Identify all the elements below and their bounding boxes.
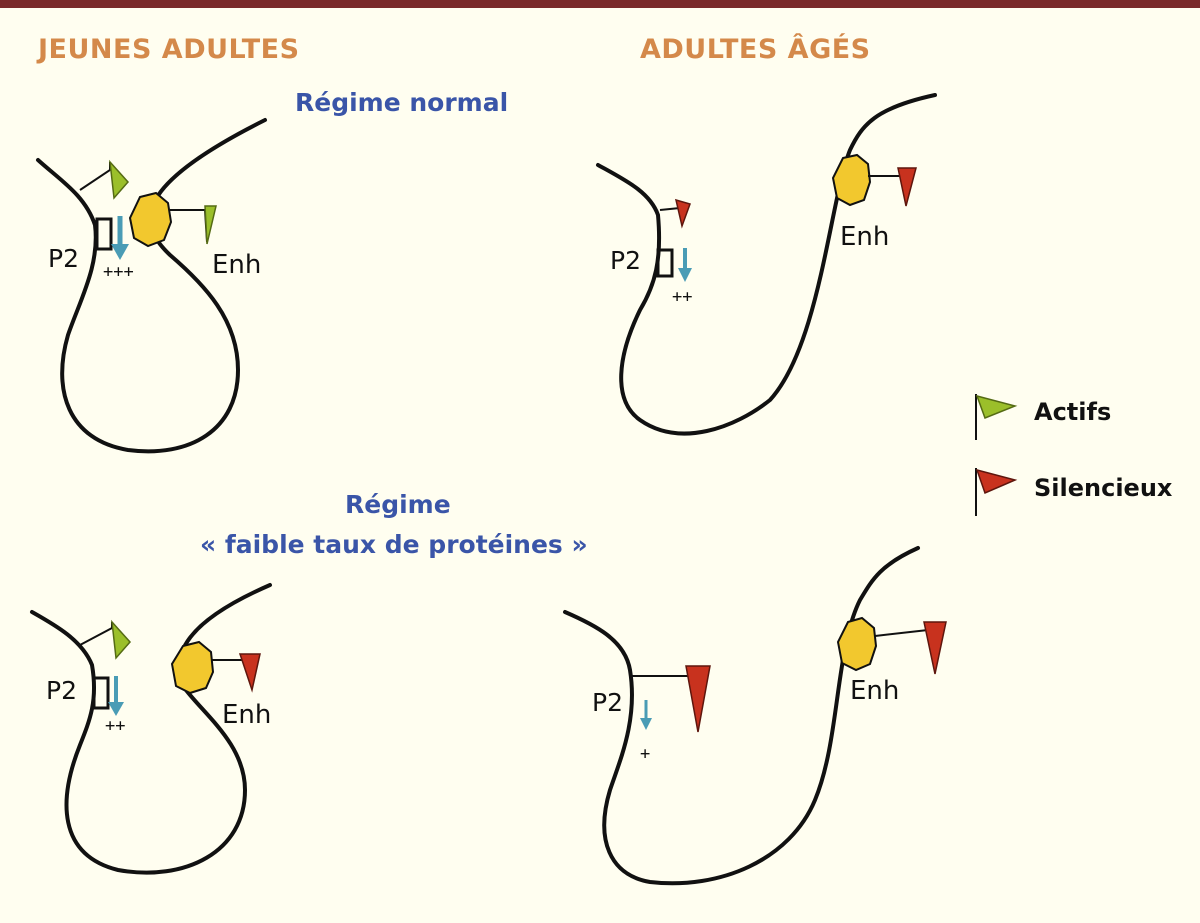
chromatin-fiber bbox=[596, 93, 937, 436]
promoter-flag-stem bbox=[79, 162, 111, 191]
expression-level-old-normal: ++ bbox=[672, 287, 693, 307]
transcription-arrow-head bbox=[678, 268, 692, 282]
transcription-arrow-head bbox=[640, 718, 652, 730]
panel-old-normal bbox=[596, 93, 937, 436]
p2-label-old-low: P2 bbox=[592, 688, 623, 717]
transcription-arrow-head bbox=[111, 244, 129, 260]
chromatin-fiber bbox=[36, 118, 267, 454]
expression-level-old-low: + bbox=[640, 744, 651, 764]
panel-old-low bbox=[563, 546, 947, 886]
silent-flag bbox=[897, 167, 917, 207]
panel-young-normal bbox=[36, 118, 267, 454]
active-flag bbox=[110, 619, 132, 660]
promoter-flag-stem bbox=[79, 622, 113, 646]
p2-promoter-box bbox=[656, 248, 674, 278]
heading-young-adults: JEUNES ADULTES bbox=[38, 34, 300, 65]
regime-low-protein-title-line1: Régime bbox=[345, 490, 451, 519]
regime-low-protein-title-line2: « faible taux de protéines » bbox=[200, 530, 588, 559]
enh-label-old-low: Enh bbox=[850, 676, 900, 706]
promoter-flag-stem bbox=[659, 207, 681, 211]
enh-label-young-low: Enh bbox=[222, 700, 272, 730]
p2-promoter-box bbox=[95, 217, 113, 251]
enhancer-octagon bbox=[170, 640, 215, 695]
enh-label-old-normal: Enh bbox=[840, 222, 890, 252]
legend bbox=[975, 394, 1018, 516]
silent-flag bbox=[923, 621, 947, 675]
legend-silent-label: Silencieux bbox=[1034, 474, 1173, 502]
top-rule bbox=[0, 0, 1200, 8]
legend-active-label: Actifs bbox=[1034, 398, 1112, 426]
p2-label-young-low: P2 bbox=[46, 676, 77, 705]
silent-flag bbox=[238, 653, 261, 693]
heading-old-adults: ADULTES ÂGÉS bbox=[640, 34, 871, 65]
p2-label-young-normal: P2 bbox=[48, 244, 79, 273]
chromatin-fiber bbox=[563, 546, 920, 886]
silent-flag bbox=[674, 198, 691, 229]
panel-young-low bbox=[30, 583, 272, 875]
legend-silent-flag-icon bbox=[975, 468, 1018, 495]
regime-normal-title: Régime normal bbox=[295, 88, 509, 117]
legend-active-flag-icon bbox=[975, 394, 1018, 419]
enh-label-young-normal: Enh bbox=[212, 250, 262, 280]
expression-level-young-normal: +++ bbox=[103, 262, 134, 282]
transcription-arrow-head bbox=[108, 702, 124, 716]
active-flag bbox=[108, 159, 130, 200]
enhancer-flag-stem bbox=[874, 629, 929, 637]
silent-flag bbox=[685, 665, 711, 733]
p2-label-old-normal: P2 bbox=[610, 246, 641, 275]
enhancer-octagon bbox=[831, 153, 872, 207]
enhancer-flag-stem bbox=[170, 209, 208, 243]
enhancer-octagon bbox=[128, 191, 173, 248]
p2-promoter-box bbox=[92, 676, 110, 710]
expression-level-young-low: ++ bbox=[105, 716, 126, 736]
active-flag bbox=[204, 205, 217, 245]
enhancer-octagon bbox=[836, 616, 878, 672]
